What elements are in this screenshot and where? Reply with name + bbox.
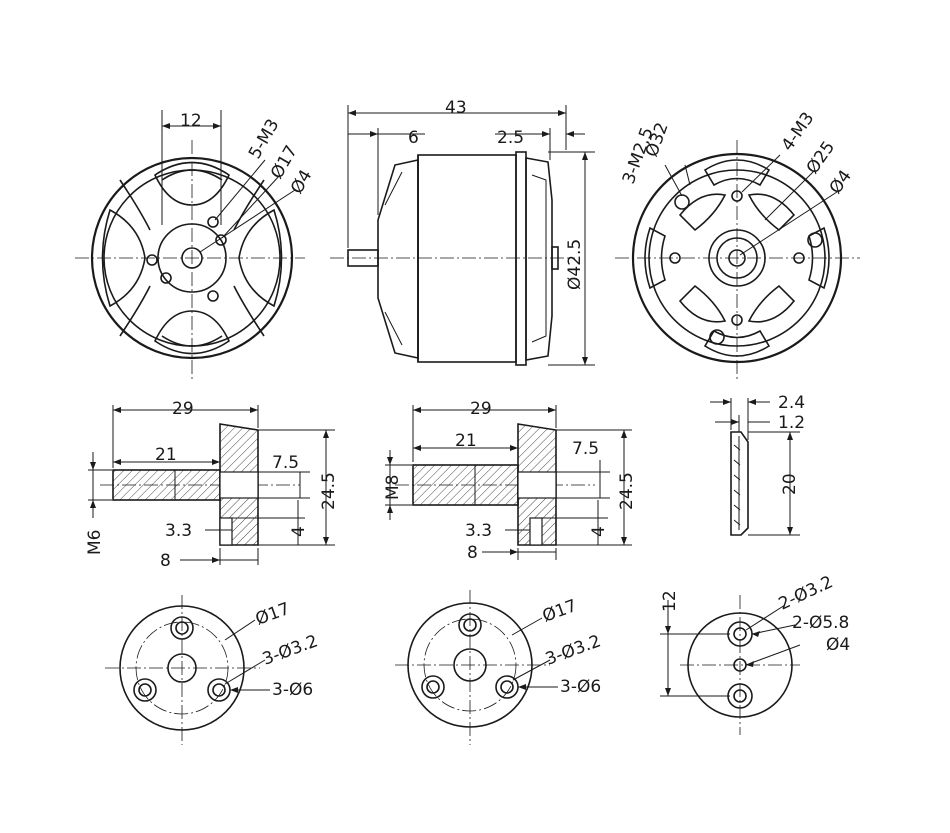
m6-dim-24-5: 24.5 (319, 472, 339, 510)
m8-dim-29: 29 (470, 399, 492, 419)
m8-dim-7-5: 7.5 (572, 439, 599, 459)
rear-label-d4: Ø4 (826, 167, 856, 198)
m8-dim-4: 4 (589, 526, 609, 537)
cross-face-dim-12: 12 (660, 590, 680, 612)
m8-dim-3-3: 3.3 (465, 521, 492, 541)
m6-dim-21: 21 (155, 445, 177, 465)
m6-face-label-3-d6: 3-Ø6 (272, 680, 313, 700)
m6-label-thread: M6 (85, 530, 105, 555)
m8-dim-8: 8 (467, 543, 478, 563)
cross-face-label-2-d5-8: 2-Ø5.8 (792, 613, 849, 633)
cross-dim-2-4: 2.4 (778, 393, 805, 413)
m6-dim-8: 8 (160, 551, 171, 571)
m6-face-label-3-d3-2: 3-Ø3.2 (260, 631, 321, 669)
rear-label-d25: Ø25 (803, 138, 839, 178)
cross-mount-face: 12 2-Ø3.2 2-Ø5.8 Ø4 (660, 572, 850, 735)
m6-dim-7-5: 7.5 (272, 453, 299, 473)
cross-face-label-2-d3-2: 2-Ø3.2 (776, 572, 836, 614)
front-dim-12: 12 (180, 111, 202, 131)
m6-dim-29: 29 (172, 399, 194, 419)
front-view: 12 5-M3 Ø17 Ø4 (75, 110, 316, 380)
cross-face-label-d4: Ø4 (826, 635, 850, 655)
m6-face-label-d17: Ø17 (253, 599, 293, 630)
cross-dim-1-2: 1.2 (778, 413, 805, 433)
adapter-m6-section: 29 21 7.5 24.5 4 3.3 8 (85, 399, 339, 571)
m8-label-thread: M8 (383, 475, 403, 500)
adapter-m8-section: 29 21 7.5 24.5 4 3.3 8 (383, 399, 637, 563)
flange-m8-face: Ø17 3-Ø3.2 3-Ø6 (395, 590, 604, 745)
cross-dim-20: 20 (780, 473, 800, 495)
side-dim-d42-5: Ø42.5 (565, 239, 585, 290)
flange-m6-face: Ø17 3-Ø3.2 3-Ø6 (105, 595, 321, 745)
side-dim-43: 43 (445, 98, 467, 118)
m6-dim-3-3: 3.3 (165, 521, 192, 541)
m8-face-label-3-d3-2: 3-Ø3.2 (543, 631, 604, 669)
m8-dim-24-5: 24.5 (617, 472, 637, 510)
m6-dim-4: 4 (289, 526, 309, 537)
rear-view: Ø32 3-M2.5 4-M3 Ø25 Ø4 (615, 109, 860, 380)
cross-mount-side: 2.4 1.2 20 (710, 393, 805, 536)
side-dim-2-5: 2.5 (497, 128, 524, 148)
rear-label-4-m3: 4-M3 (778, 109, 819, 155)
m8-face-label-3-d6: 3-Ø6 (560, 677, 601, 697)
side-view: 43 6 2.5 Ø42.5 (330, 98, 595, 366)
m8-dim-21: 21 (455, 431, 477, 451)
side-dim-6: 6 (408, 128, 419, 148)
m8-face-label-d17: Ø17 (540, 596, 580, 627)
